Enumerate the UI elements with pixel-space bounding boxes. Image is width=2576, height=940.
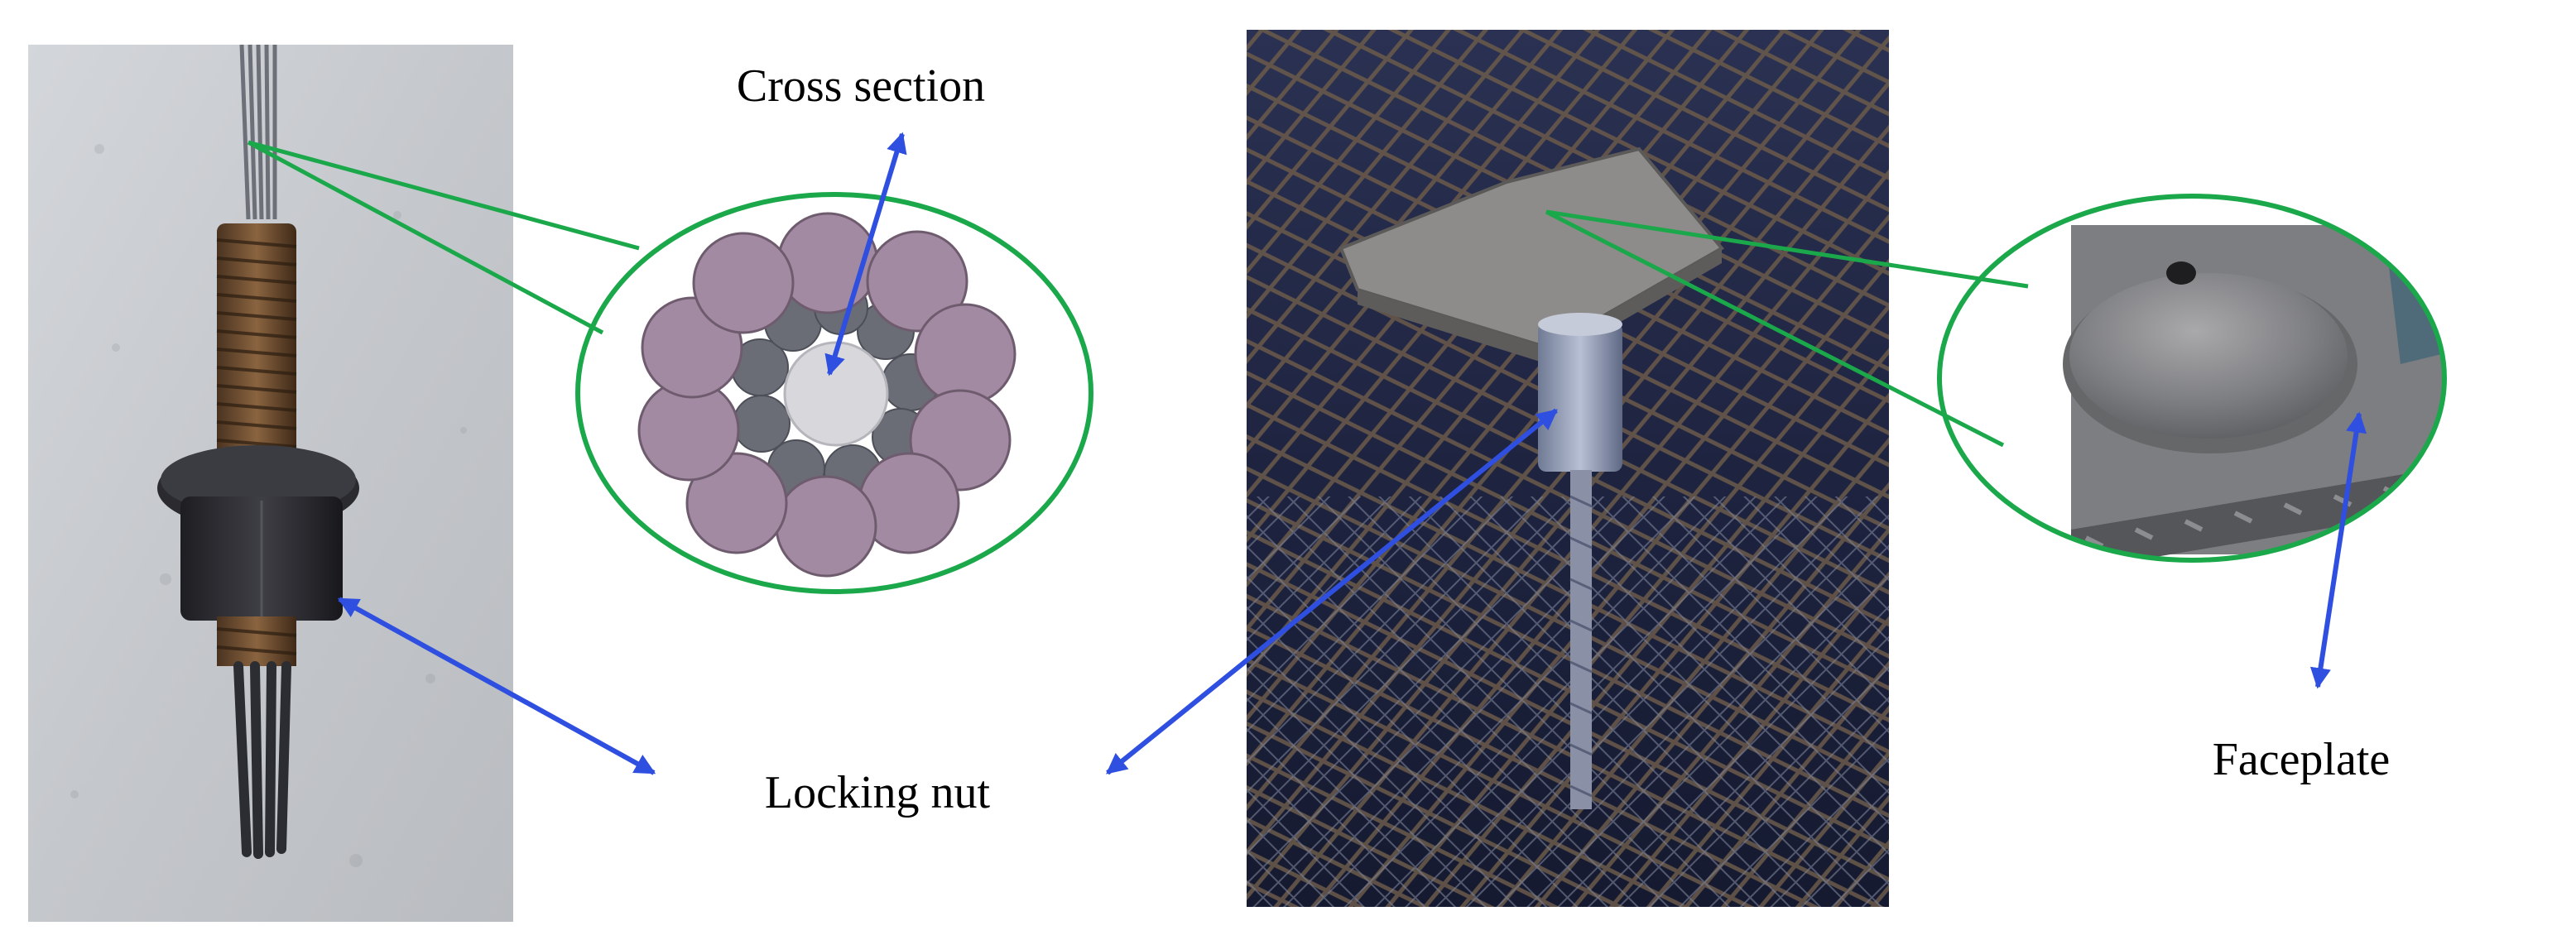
faceplate-inset (1937, 194, 2447, 563)
locking-nut-label: Locking nut (765, 767, 991, 818)
faceplate-label: Faceplate (2213, 734, 2391, 785)
arrow-cross-section (824, 132, 907, 376)
leader-lines (247, 140, 2029, 448)
cross-section-inset (575, 192, 1093, 594)
arrows (337, 132, 2367, 775)
arrow-faceplate (2309, 411, 2367, 689)
center-photo (1247, 30, 1889, 907)
arrow-locking-nut-right (1106, 408, 1558, 775)
leader-cross-upper (248, 140, 640, 251)
leader-cross-lower (247, 140, 604, 335)
arrow-locking-nut-left (337, 597, 656, 775)
left-photo (28, 44, 513, 922)
leader-faceplate-upper (1545, 209, 2029, 289)
leader-faceplate-lower (1545, 209, 2005, 448)
cross-section-label: Cross section (737, 60, 985, 112)
